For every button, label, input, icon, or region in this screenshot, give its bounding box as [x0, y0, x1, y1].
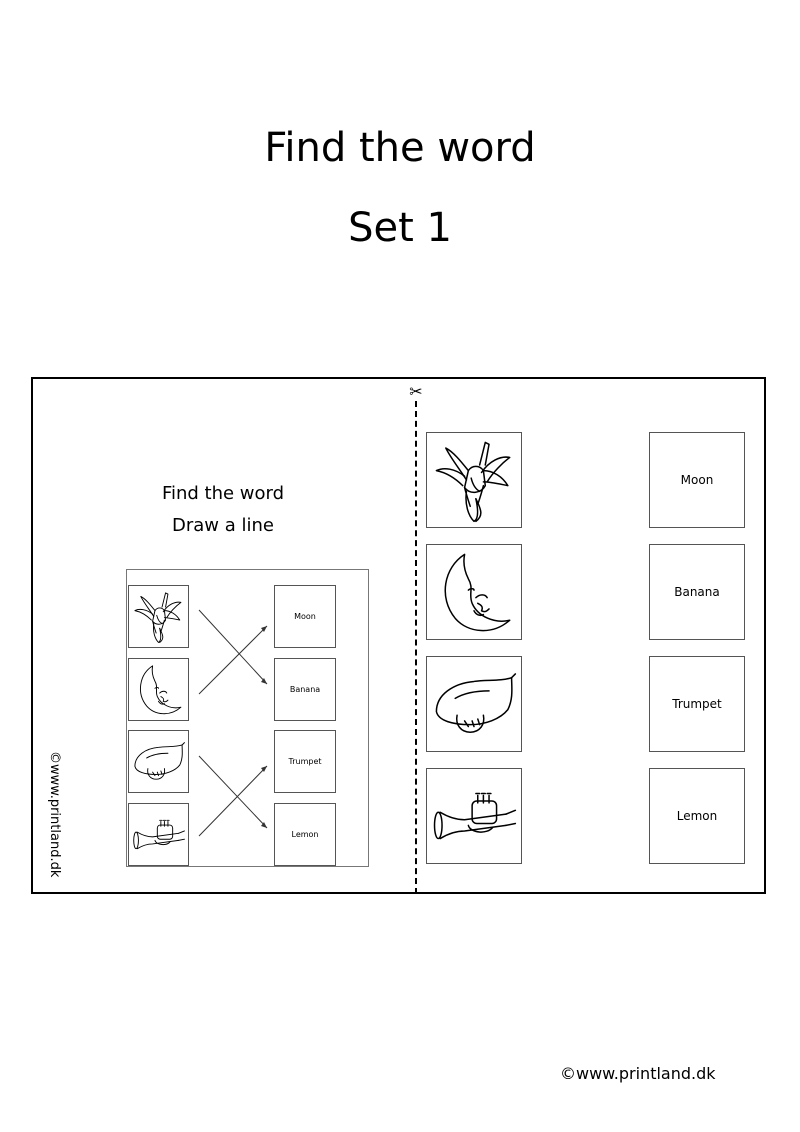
moon-icon [129, 659, 188, 720]
scissors-icon: ✂ [409, 382, 423, 401]
banana-icon [129, 586, 188, 647]
connector-line [198, 625, 268, 695]
cut-line [415, 401, 417, 894]
preview-example: Moon Banana Trumpet Lemon [126, 569, 369, 867]
preview-picture-banana [128, 585, 189, 648]
picture-card-trumpet [426, 768, 522, 864]
picture-card-banana [426, 432, 522, 528]
lemon-icon [129, 731, 188, 792]
page-title: Find the word [264, 125, 536, 171]
preview-word-card: Trumpet [274, 730, 336, 793]
preview-picture-moon [128, 658, 189, 721]
arrow-head [261, 626, 267, 632]
instruction-find-word: Find the word [161, 483, 285, 504]
connector-line [198, 765, 268, 837]
footer-copyright: ©www.printland.dk [560, 1064, 716, 1083]
moon-icon [427, 545, 521, 639]
trumpet-icon [427, 769, 521, 863]
arrow-head [261, 822, 267, 828]
word-card: Moon [649, 432, 745, 528]
worksheet-frame: ✂ Find the word Draw a line [31, 377, 766, 894]
arrow-head [261, 678, 267, 684]
preview-word-card: Lemon [274, 803, 336, 866]
connector-line [198, 609, 268, 685]
arrow-head [261, 766, 267, 772]
set-subtitle: Set 1 [348, 205, 452, 251]
preview-picture-trumpet [128, 803, 189, 866]
preview-word-card: Banana [274, 658, 336, 721]
connector-lines [198, 609, 268, 837]
picture-card-lemon [426, 656, 522, 752]
lemon-icon [427, 657, 521, 751]
instruction-draw-line: Draw a line [172, 515, 274, 536]
picture-card-moon [426, 544, 522, 640]
word-card: Lemon [649, 768, 745, 864]
trumpet-icon [129, 804, 188, 865]
word-card: Trumpet [649, 656, 745, 752]
watermark: ©www.printland.dk [47, 751, 62, 878]
connector-line [198, 755, 268, 829]
preview-word-card: Moon [274, 585, 336, 648]
word-card: Banana [649, 544, 745, 640]
preview-picture-lemon [128, 730, 189, 793]
banana-icon [427, 433, 521, 527]
